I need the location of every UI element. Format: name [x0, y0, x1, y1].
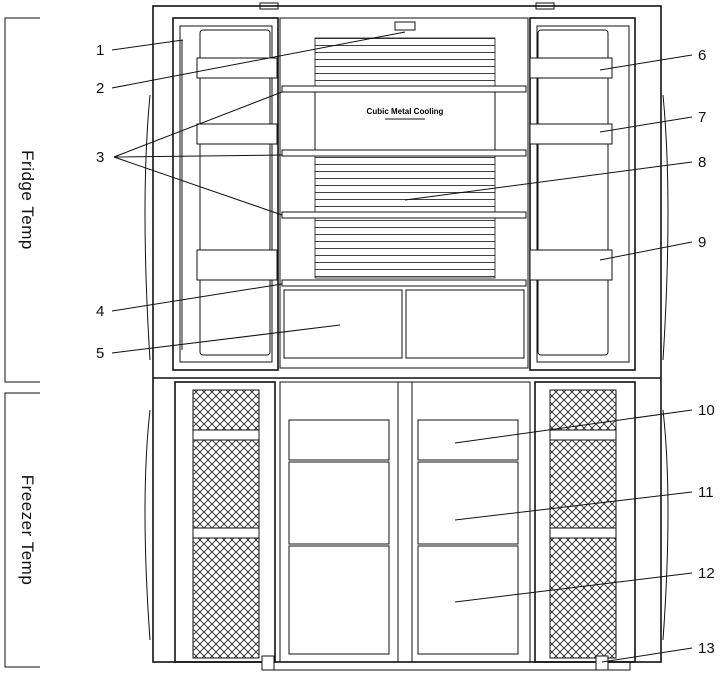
callout-12: 12: [698, 565, 715, 582]
door-bin: [529, 57, 613, 79]
callout-7: 7: [698, 109, 706, 126]
crisper-drawer: [405, 289, 525, 359]
callout-5: 5: [96, 345, 104, 362]
cubic-metal-cooling-text: Cubic Metal Cooling: [367, 107, 444, 116]
door-bin: [529, 249, 613, 281]
door-bin: [196, 123, 278, 145]
callouts: 1 2 3 4 5 6 7 8 9 10 11 12 13: [96, 31, 715, 663]
freezer-tray: [288, 419, 390, 461]
door-bin: [196, 249, 278, 281]
freezer-tray: [417, 419, 519, 461]
freezer-temp-bracket: Freezer Temp: [4, 392, 40, 668]
crisper-drawer: [283, 289, 403, 359]
fridge-right-door: [529, 17, 636, 371]
shelf: [281, 279, 527, 287]
leveling-feet: [261, 655, 631, 671]
freezer-left-door: [174, 381, 276, 663]
door-bin: [529, 123, 613, 145]
callout-3: 3: [96, 149, 104, 166]
callout-9: 9: [698, 234, 706, 251]
light: [394, 21, 416, 31]
callout-13: 13: [698, 640, 715, 657]
fridge-temp-label: Fridge Temp: [18, 150, 37, 250]
callout-8: 8: [698, 154, 706, 171]
callout-11: 11: [698, 484, 714, 501]
freezer-drawer: [288, 461, 390, 545]
callout-1: 1: [96, 42, 104, 59]
shelf: [281, 85, 527, 93]
freezer-temp-label: Freezer Temp: [18, 475, 37, 586]
fridge-left-door: [172, 17, 279, 371]
callout-6: 6: [698, 47, 706, 64]
freezer-interior: [279, 381, 531, 663]
shelf: [281, 211, 527, 219]
freezer-drawer: [288, 545, 390, 655]
fridge-interior: Cubic Metal Cooling: [279, 17, 529, 369]
door-bin: [196, 57, 278, 79]
callout-10: 10: [698, 402, 715, 419]
freezer-drawer: [417, 461, 519, 545]
shelf: [281, 149, 527, 157]
freezer-right-door: [534, 381, 636, 663]
fridge-temp-bracket: Fridge Temp: [4, 17, 40, 383]
callout-2: 2: [96, 80, 104, 97]
callout-4: 4: [96, 303, 104, 320]
